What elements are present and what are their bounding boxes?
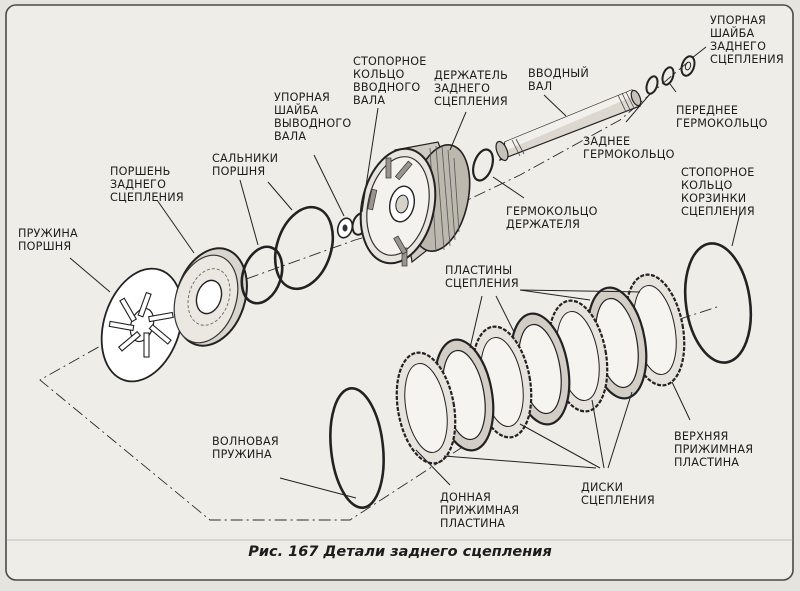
- input-shaft-part: [495, 89, 642, 162]
- rear-clutch-retainer-part: [359, 141, 471, 267]
- output-shaft-thrust-washer-part: [336, 217, 354, 239]
- piston-spring-part: [100, 267, 184, 383]
- assembly-axis: [39, 61, 721, 521]
- label-clutch-discs: ДИСКИ СЦЕПЛЕНИЯ: [581, 481, 655, 507]
- leader-lines: [69, 46, 741, 499]
- clutch-pack-part: [395, 273, 686, 465]
- label-piston-seals: САЛЬНИКИ ПОРШНЯ: [212, 152, 279, 178]
- retainer-seal-ring-part: [472, 148, 494, 182]
- label-rear-clutch-retainer: ДЕРЖАТЕЛЬ ЗАДНЕГО СЦЕПЛЕНИЯ: [434, 69, 509, 108]
- label-bottom-pressure-plate: ДОННАЯ ПРИЖИМНАЯ ПЛАСТИНА: [440, 491, 520, 530]
- label-clutch-plates: ПЛАСТИНЫ СЦЕПЛЕНИЯ: [445, 264, 519, 290]
- label-input-shaft: ВВОДНЫЙ ВАЛ: [528, 67, 589, 93]
- label-piston-spring: ПРУЖИНА ПОРШНЯ: [18, 227, 78, 253]
- label-wave-spring: ВОЛНОВАЯ ПРУЖИНА: [212, 435, 279, 461]
- label-retainer-seal-ring: ГЕРМОКОЛЬЦО ДЕРЖАТЕЛЯ: [506, 205, 598, 231]
- label-clutch-pack-snap-ring: СТОПОРНОЕ КОЛЬЦО КОРЗИНКИ СЦЕПЛЕНИЯ: [681, 166, 755, 218]
- small-seal-rings-part: [645, 55, 696, 95]
- label-rear-clutch-piston: ПОРШЕНЬ ЗАДНЕГО СЦЕПЛЕНИЯ: [110, 165, 184, 204]
- label-rear-clutch-thrust-washer: УПОРНАЯ ШАЙБА ЗАДНЕГО СЦЕПЛЕНИЯ: [710, 14, 784, 66]
- label-input-shaft-snap-ring: СТОПОРНОЕ КОЛЬЦО ВВОДНОГО ВАЛА: [353, 55, 427, 107]
- label-top-pressure-plate: ВЕРХНЯЯ ПРИЖИМНАЯ ПЛАСТИНА: [674, 430, 754, 469]
- figure-caption: Рис. 167 Детали заднего сцепления: [248, 544, 552, 560]
- figure-frame: [5, 4, 794, 581]
- wave-spring-part: [329, 386, 385, 510]
- clutch-pack-snap-ring-part: [683, 242, 753, 364]
- piston-seals-part: [240, 205, 335, 305]
- label-rear-seal-ring: ЗАДНЕЕ ГЕРМОКОЛЬЦО: [583, 135, 675, 161]
- rear-clutch-piston-part: [173, 247, 248, 347]
- label-front-seal-ring: ПЕРЕДНЕЕ ГЕРМОКОЛЬЦО: [676, 104, 768, 130]
- label-output-shaft-thrust-washer: УПОРНАЯ ШАЙБА ВЫВОДНОГО ВАЛА: [274, 91, 352, 143]
